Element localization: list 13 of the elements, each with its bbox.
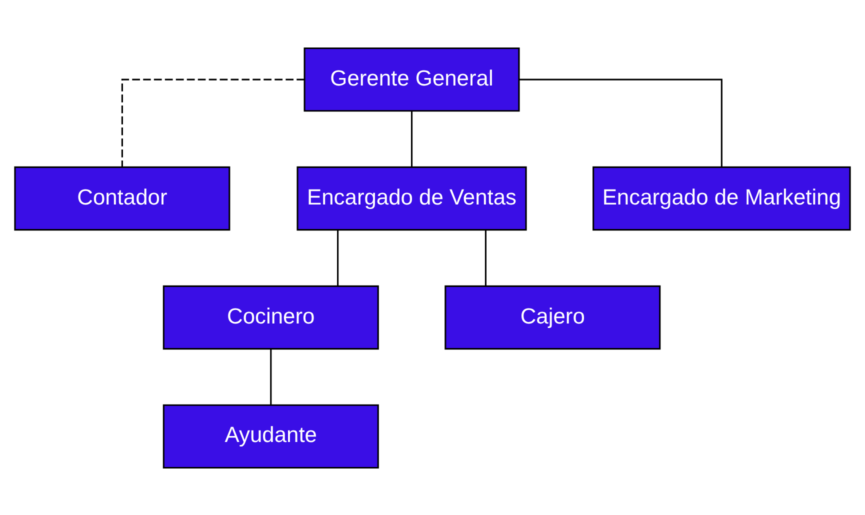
node-box: Encargado de Marketing	[592, 166, 851, 230]
connector	[410, 110, 413, 166]
connector	[121, 78, 304, 166]
connector	[270, 348, 272, 404]
connector	[337, 230, 339, 286]
node-box: Cocinero	[162, 284, 379, 350]
connector	[484, 230, 486, 286]
connector	[519, 78, 722, 166]
node-box: Ayudante	[162, 404, 379, 468]
node-box: Contador	[14, 166, 230, 230]
node-box: Encargado de Ventas	[296, 166, 527, 230]
node-box: Cajero	[444, 284, 661, 350]
node-box: Gerente General	[304, 46, 520, 112]
